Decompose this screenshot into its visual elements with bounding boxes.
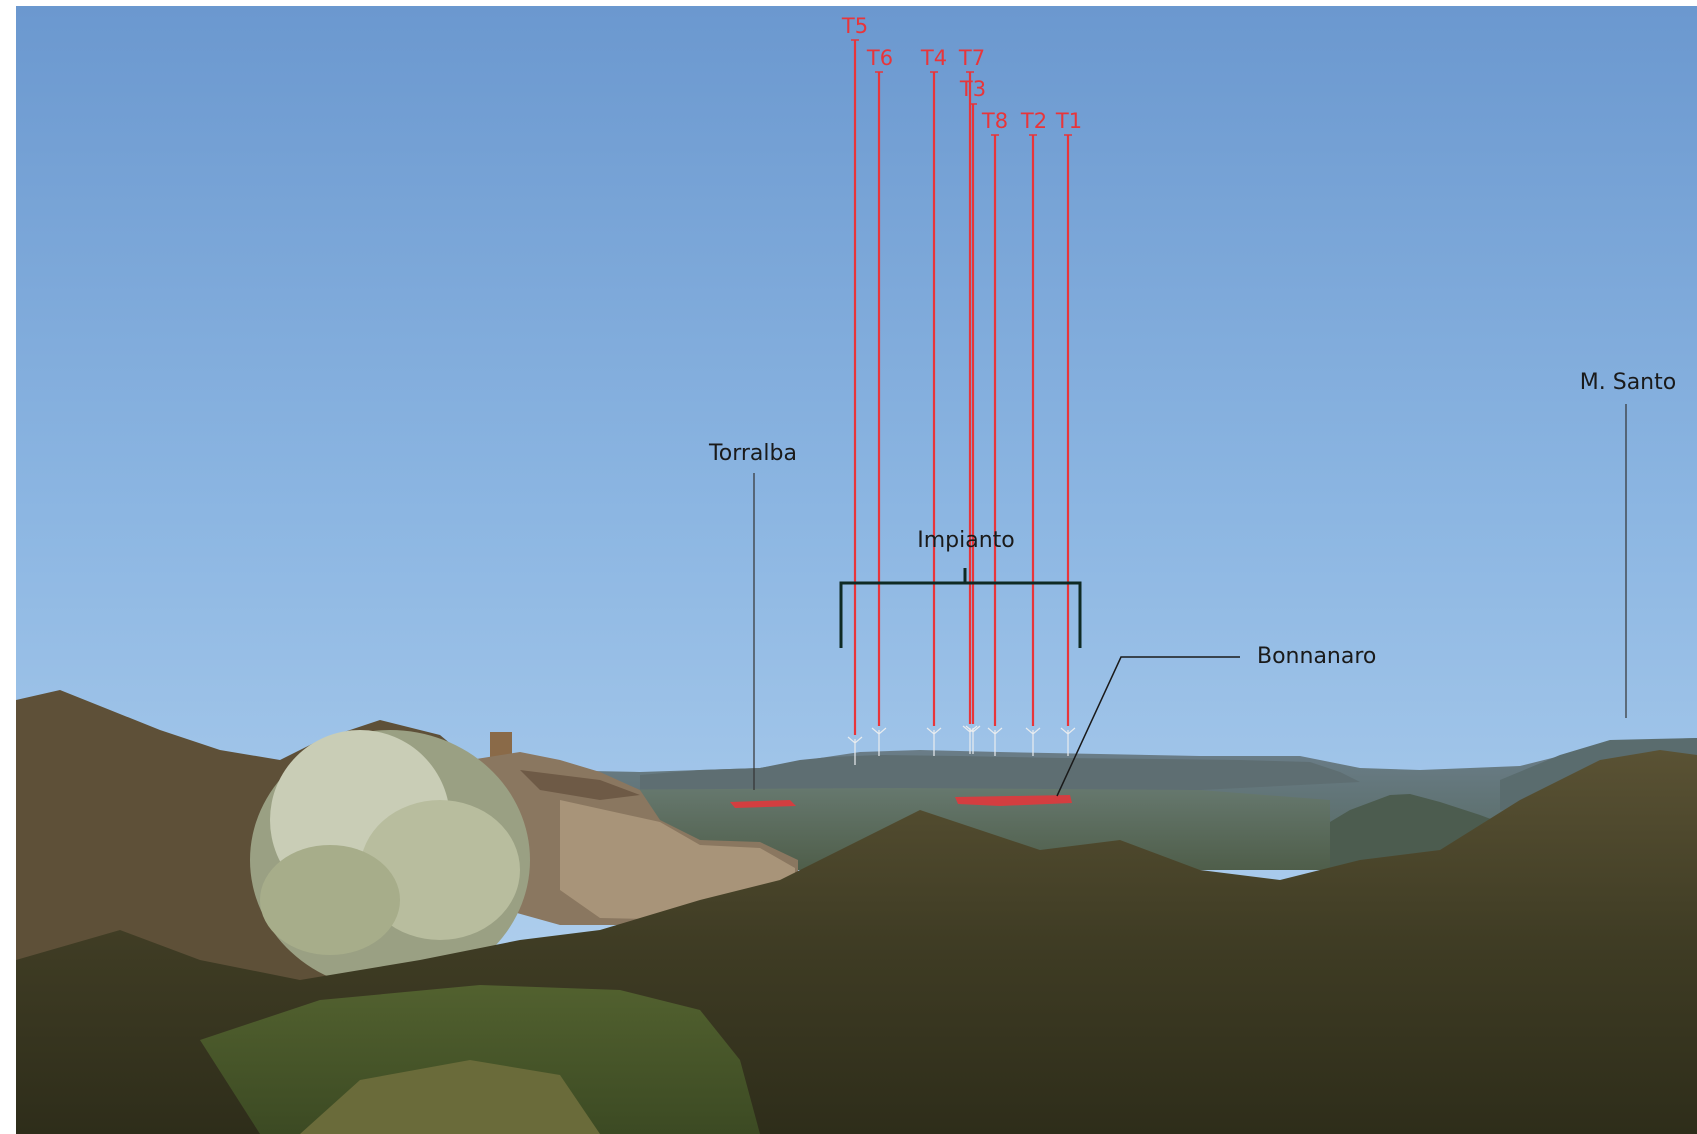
- turbine-marker-t2: T2: [1020, 109, 1047, 756]
- wind-turbine-icon: [1025, 727, 1041, 756]
- turbine-label-t8: T8: [981, 109, 1008, 133]
- turbine-marker-t1: T1: [1055, 109, 1082, 756]
- turbine-label-t4: T4: [920, 46, 947, 70]
- turbine-marker-t7: T7: [958, 46, 985, 754]
- bonnanaro-area-marker: [955, 795, 1072, 806]
- impianto-bracket: [839, 568, 1082, 648]
- flowering-tree: [250, 730, 530, 990]
- dirt-track: [300, 1060, 600, 1134]
- turbine-label-t5: T5: [841, 14, 868, 38]
- photo: [16, 6, 1697, 1134]
- wind-turbine-icon: [987, 727, 1003, 756]
- turbine-marker-t4: T4: [920, 46, 947, 756]
- bonnanaro-leader-line: [1056, 656, 1240, 797]
- turbine-marker-t5: T5: [841, 14, 868, 765]
- turbine-label-t2: T2: [1020, 109, 1047, 133]
- impianto-label: Impianto: [917, 528, 1015, 553]
- grass-path: [200, 985, 760, 1134]
- m-santo-label: M. Santo: [1580, 370, 1676, 395]
- torralba-label: Torralba: [708, 441, 797, 466]
- turbine-label-t6: T6: [866, 46, 893, 70]
- plateau-ridge: [640, 755, 1360, 790]
- turbine-label-t3: T3: [959, 77, 986, 101]
- wind-turbine-icon: [1060, 727, 1076, 756]
- bonnanaro-label: Bonnanaro: [1257, 644, 1376, 669]
- wind-turbine-icon: [871, 727, 887, 756]
- torralba-area-marker: [730, 800, 796, 808]
- wind-turbine-icon: [926, 727, 942, 756]
- wind-turbine-icon: [962, 725, 978, 754]
- wind-turbine-icon: [965, 725, 981, 754]
- turbine-label-t7: T7: [958, 46, 985, 70]
- turbine-marker-t6: T6: [866, 46, 893, 756]
- wind-turbine-icon: [847, 736, 863, 765]
- turbine-marker-t8: T8: [981, 109, 1008, 756]
- turbine-label-t1: T1: [1055, 109, 1082, 133]
- turbine-marker-t3: T3: [959, 77, 986, 754]
